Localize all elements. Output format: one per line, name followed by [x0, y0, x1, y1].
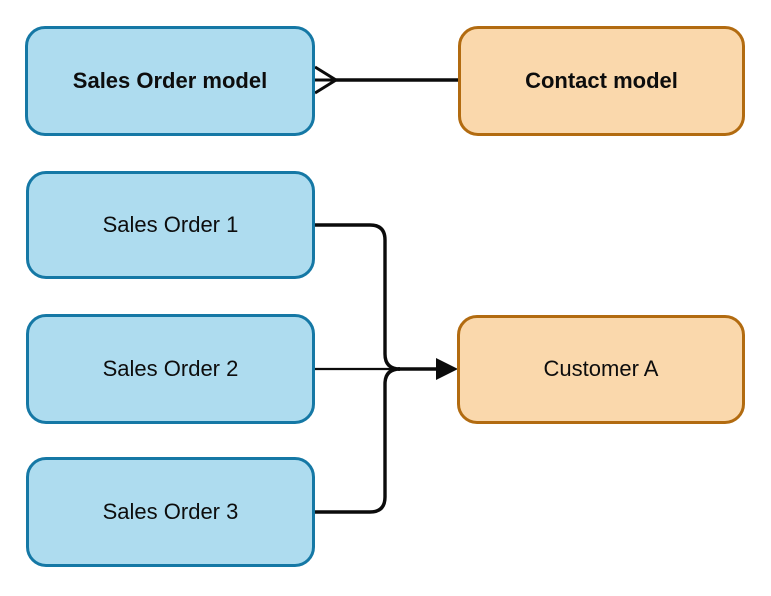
node-contact-model-label: Contact model	[525, 67, 678, 93]
crow-foot-many-icon	[314, 65, 339, 95]
node-sales-order-3: Sales Order 3	[26, 457, 315, 567]
edge-salesorder1-branch	[315, 223, 401, 371]
node-contact-model: Contact model	[458, 26, 745, 136]
node-sales-order-model: Sales Order model	[25, 26, 315, 136]
node-sales-order-1: Sales Order 1	[26, 171, 315, 279]
node-customer-a: Customer A	[457, 315, 745, 424]
arrowhead-icon	[436, 358, 458, 380]
node-sales-order-2-label: Sales Order 2	[102, 355, 239, 381]
node-sales-order-3-label: Sales Order 3	[102, 498, 239, 524]
node-sales-order-model-label: Sales Order model	[72, 67, 268, 93]
edge-salesorder3-branch	[315, 367, 401, 514]
node-customer-a-label: Customer A	[543, 356, 659, 382]
node-sales-order-1-label: Sales Order 1	[102, 211, 239, 237]
node-sales-order-2: Sales Order 2	[26, 314, 315, 424]
